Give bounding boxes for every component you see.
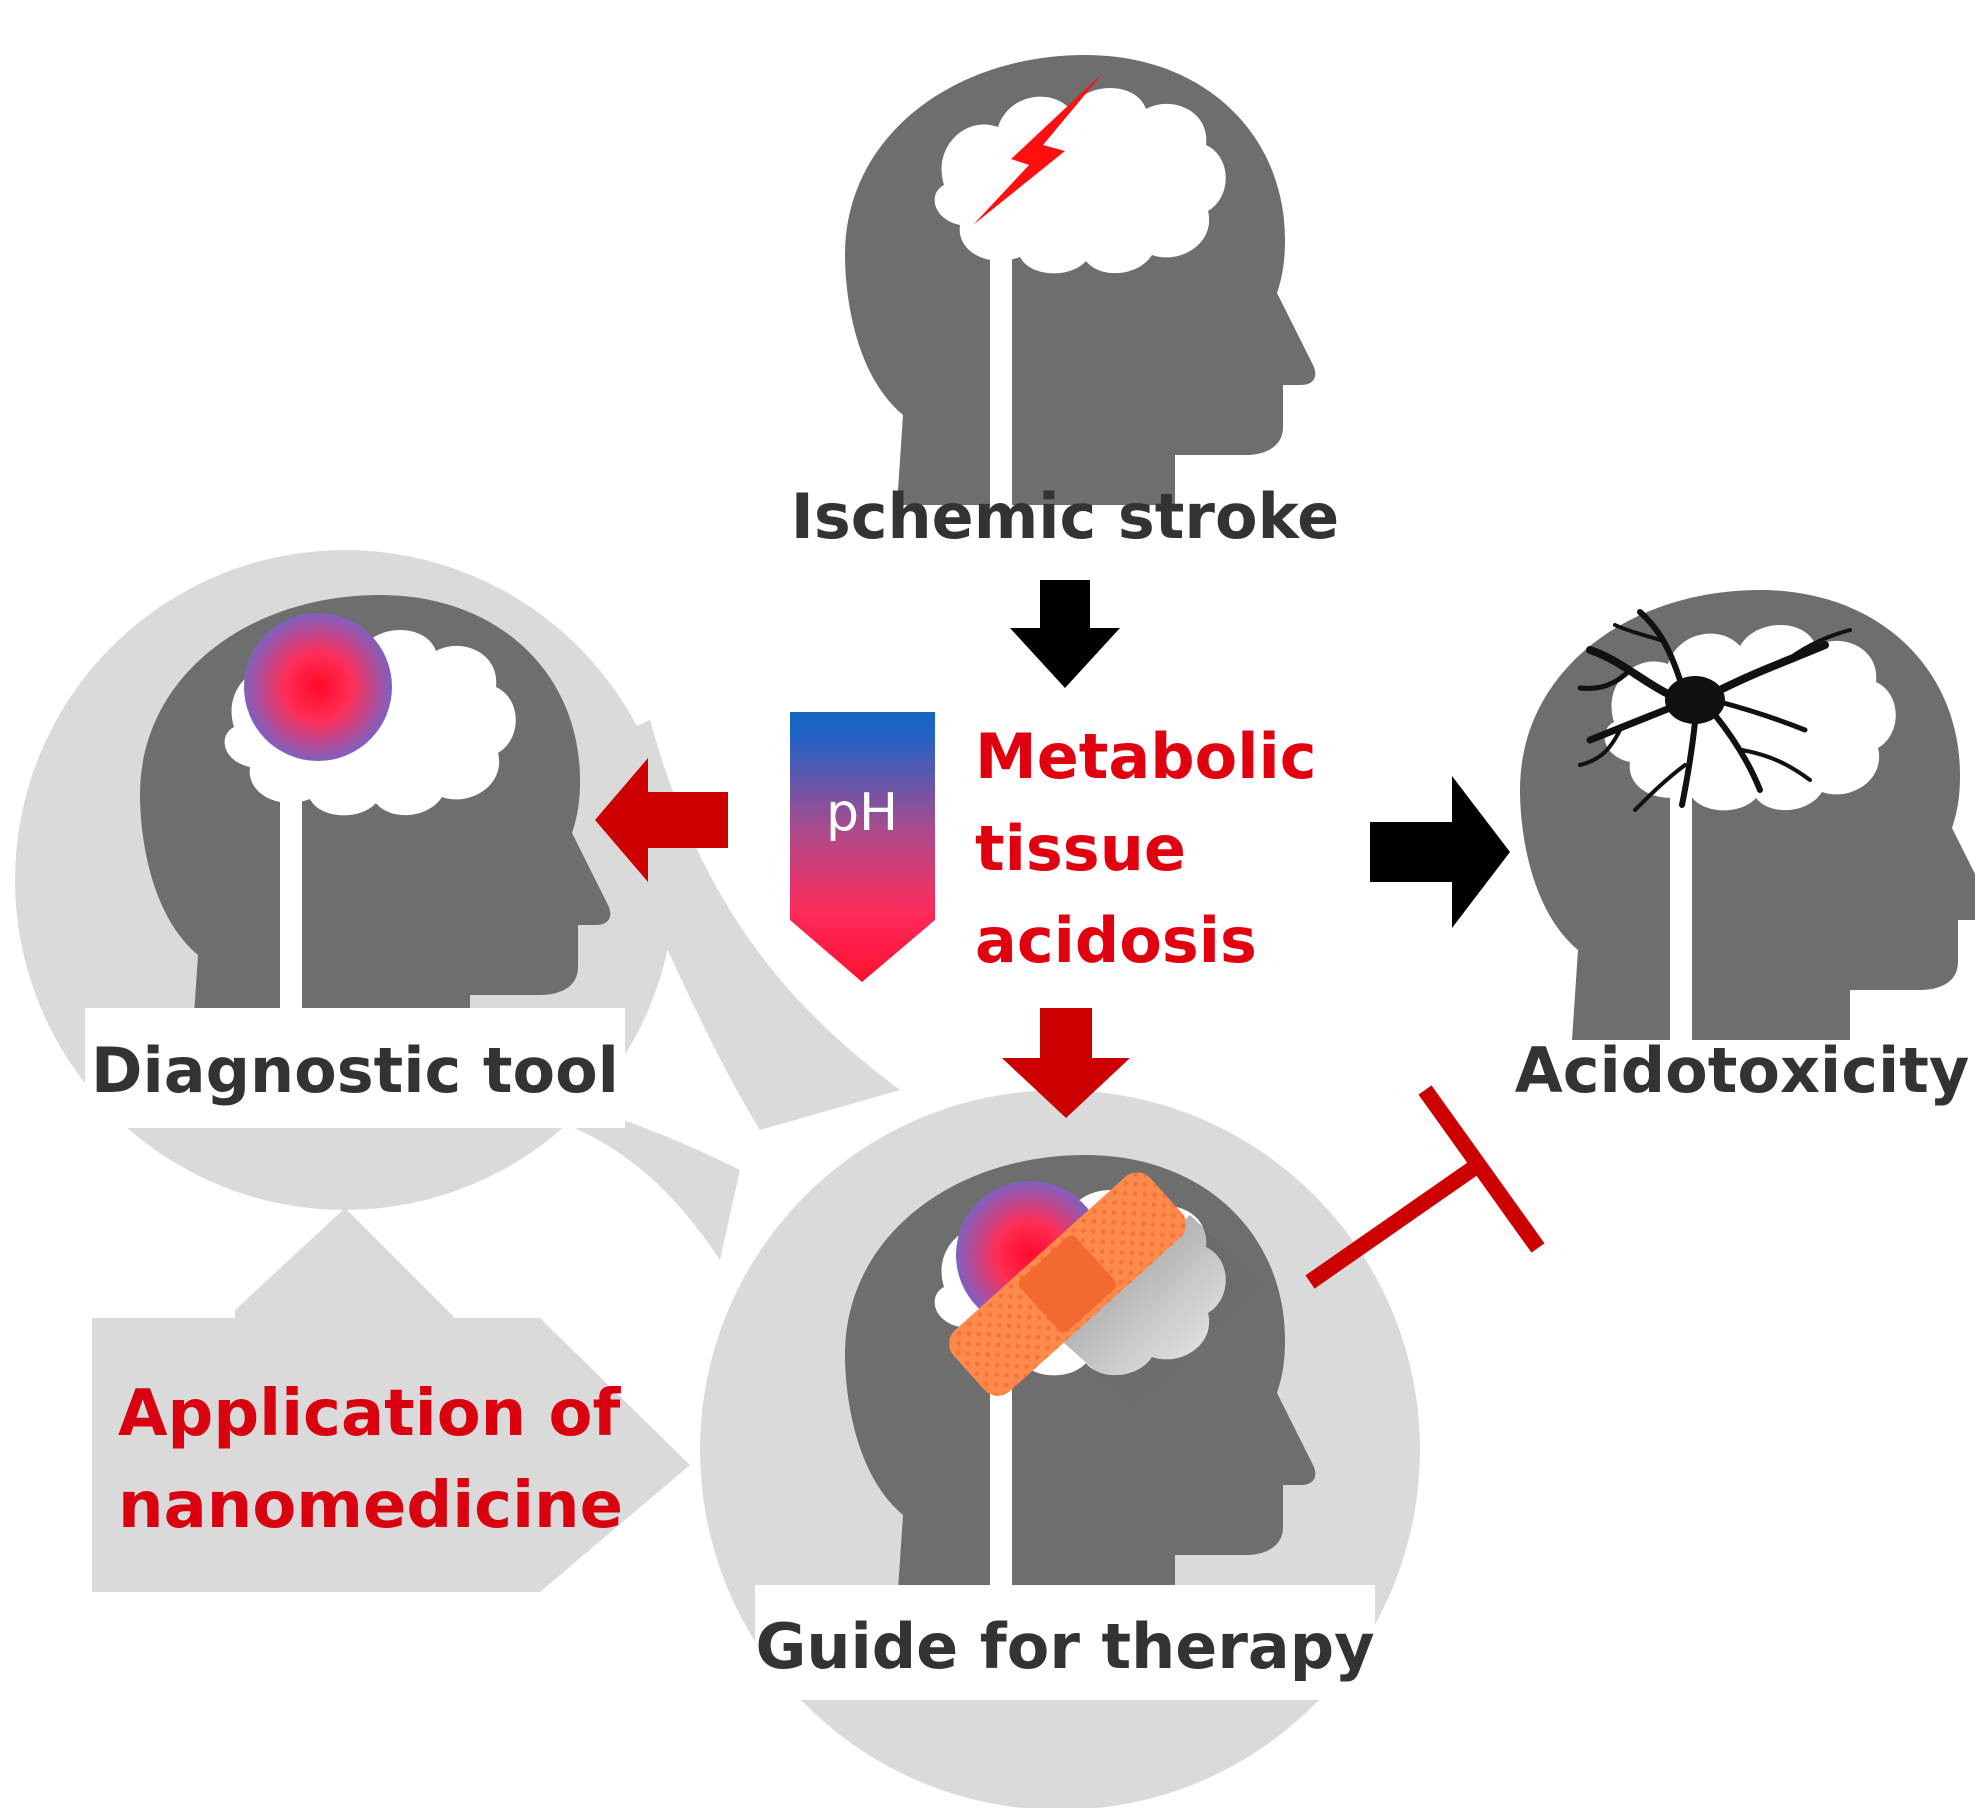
arrow-acidosis-to-acidotoxicity [1370, 776, 1510, 928]
ph-indicator: pH [790, 712, 935, 982]
nanomedicine-arrow: Application of nanomedicine [92, 1208, 690, 1592]
bandage-shadow [1055, 1215, 1265, 1415]
acidosis-label-line2: tissue [975, 812, 1186, 885]
head-with-dead-neuron-icon [1520, 590, 1975, 1040]
head-with-lightning-icon [845, 55, 1316, 505]
stroke-label: Ischemic stroke [791, 480, 1339, 553]
head-with-bandage-icon [845, 1155, 1316, 1605]
arrow-acidosis-to-diagnostic [595, 758, 728, 882]
diagnostic-label: Diagnostic tool [91, 1034, 619, 1107]
ph-gradient-arrow [790, 712, 935, 982]
acidosis-label-line3: acidosis [975, 904, 1257, 977]
nanomedicine-label-line1: Application of [118, 1377, 621, 1451]
lesion-icon [244, 613, 392, 761]
arrow-acidosis-to-therapy [1002, 1008, 1130, 1118]
therapy-label-box [755, 1585, 1375, 1700]
lightning-icon [973, 73, 1103, 225]
dead-neuron-icon [1577, 609, 1852, 812]
nanomedicine-label-line2: nanomedicine [118, 1469, 623, 1543]
arrow-stroke-to-acidosis [1010, 580, 1120, 688]
t-bar-inhibition-icon [1305, 1085, 1545, 1289]
head-with-lesion-icon [140, 595, 611, 1045]
ph-label: pH [826, 783, 898, 843]
bandage-icon [949, 1172, 1187, 1396]
nanomedicine-arrow-shape [92, 1208, 690, 1592]
therapy-label: Guide for therapy [755, 1610, 1374, 1683]
diagnostic-label-box [85, 1008, 625, 1128]
acidotoxicity-label: Acidotoxicity [1515, 1034, 1970, 1107]
acidosis-label-line1: Metabolic [975, 720, 1316, 793]
